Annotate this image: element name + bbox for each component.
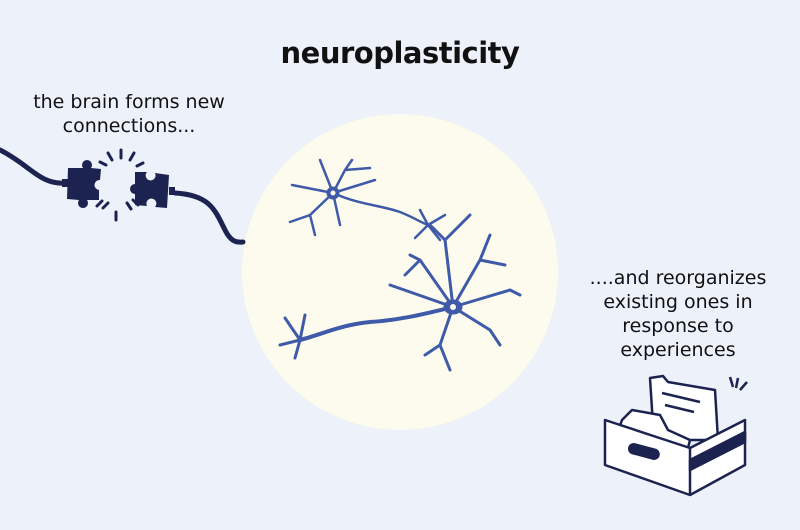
- neuron-icon: [278, 158, 522, 372]
- neuron-circle: [242, 114, 558, 430]
- left-caption: the brain forms new connections...: [33, 91, 225, 137]
- right-caption: ....and reorganizes existing ones in res…: [589, 267, 767, 361]
- puzzle-plug-icon: [0, 147, 246, 245]
- page-title: neuroplasticity: [280, 36, 520, 70]
- file-box-icon: [603, 374, 748, 497]
